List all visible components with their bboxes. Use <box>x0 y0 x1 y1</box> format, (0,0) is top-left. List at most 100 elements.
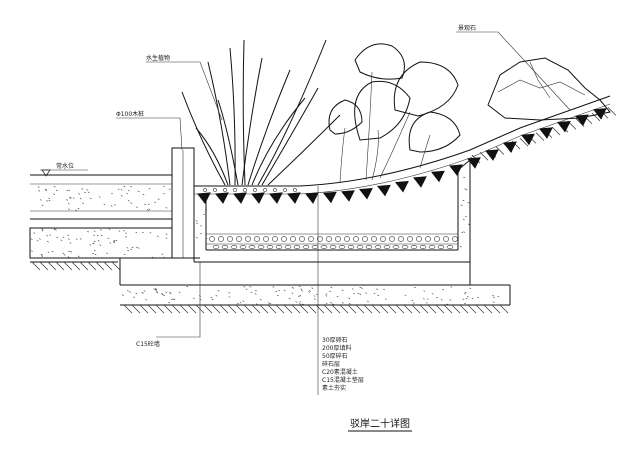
gravel-stone <box>446 245 454 249</box>
speckle-mark <box>348 297 351 299</box>
speckle-mark <box>62 236 65 238</box>
gravel-stone <box>407 236 413 242</box>
speckle-mark <box>359 286 362 289</box>
mulch-tooth <box>485 149 499 161</box>
gravel-stone <box>212 245 220 249</box>
gravel-stone <box>254 236 260 242</box>
speckle-mark <box>41 204 44 206</box>
speckle-mark <box>178 291 181 293</box>
hatch-line <box>403 304 413 314</box>
speckle-mark <box>404 294 407 296</box>
speckle-mark <box>72 197 75 199</box>
speckle-mark <box>49 234 51 236</box>
speckle-mark <box>120 195 123 197</box>
mulch-tooth <box>215 192 229 204</box>
speckle-mark <box>163 193 165 195</box>
speckle-mark <box>249 286 252 288</box>
hatch-line <box>227 304 237 314</box>
speckle-mark <box>423 290 426 292</box>
speckle-mark <box>377 294 380 297</box>
gravel-stone <box>380 236 386 242</box>
hatch-line <box>187 304 197 314</box>
speckle-mark <box>228 292 231 294</box>
speckle-mark <box>329 290 331 293</box>
speckle-mark <box>123 230 125 232</box>
speckle-mark <box>383 288 385 291</box>
hatch-line <box>379 304 389 314</box>
speckle-mark <box>107 237 110 239</box>
speckle-mark <box>93 234 95 237</box>
mulch-tooth <box>431 170 445 183</box>
hatch-line <box>291 304 301 314</box>
speckle-mark <box>200 232 202 235</box>
speckle-mark <box>127 290 129 292</box>
mulch-tooth <box>377 184 391 197</box>
speckle-mark <box>315 293 318 296</box>
mulch-tooth <box>359 187 373 200</box>
hatch-line <box>371 304 381 314</box>
speckle-mark <box>126 247 129 249</box>
gravel-stone <box>425 236 431 242</box>
speckle-mark <box>169 292 172 295</box>
speckle-mark <box>135 292 138 295</box>
hatch-line <box>111 261 121 271</box>
speckle-mark <box>82 202 84 204</box>
speckle-mark <box>113 240 116 242</box>
pebble <box>273 188 277 192</box>
hatch-line <box>591 112 601 122</box>
hatch-line <box>283 304 293 314</box>
speckle-mark <box>469 287 472 289</box>
hatch-line <box>267 304 277 314</box>
leader-lines <box>116 31 571 395</box>
speckle-mark <box>425 302 428 304</box>
speckle-mark <box>254 293 257 295</box>
speckle-mark <box>161 293 164 296</box>
speckle-mark <box>41 255 43 257</box>
speckle-mark <box>165 237 168 239</box>
speckle-mark <box>172 298 175 300</box>
speckle-mark <box>365 292 368 294</box>
speckle-mark <box>125 236 128 238</box>
speckle-mark <box>196 237 198 239</box>
speckle-mark <box>361 287 363 289</box>
gravel-stone <box>443 236 449 242</box>
gravel-stone <box>362 236 368 242</box>
mulch-tooth <box>287 192 301 204</box>
mulch-tooth <box>539 127 553 139</box>
speckle-mark <box>446 303 449 305</box>
gravel-stone <box>344 236 350 242</box>
layer-label: 200厚填料 <box>322 344 351 352</box>
hatch-line <box>95 261 105 271</box>
speckle-mark <box>37 186 40 188</box>
speckle-mark <box>196 222 198 224</box>
speckle-mark <box>94 253 97 256</box>
speckle-mark <box>113 241 116 244</box>
speckle-mark <box>275 290 278 293</box>
speckle-mark <box>165 233 168 235</box>
gravel-stone <box>365 245 373 249</box>
hatch-line <box>63 261 73 271</box>
hatch-line <box>519 137 529 147</box>
layer-label: C15混凝土垫层 <box>322 376 364 384</box>
speckle-mark <box>75 238 78 240</box>
mulch-tooth <box>395 180 409 193</box>
speckle-mark <box>161 253 164 255</box>
layer-label: 30厚卵石 <box>322 336 348 344</box>
speckle-mark <box>78 193 80 195</box>
hatch-line <box>299 304 309 314</box>
speckle-mark <box>463 176 466 179</box>
speckle-mark <box>142 193 145 196</box>
gravel-stone <box>245 236 251 242</box>
speckle-mark <box>42 257 45 259</box>
speckle-mark <box>464 302 466 305</box>
speckle-mark <box>283 289 286 292</box>
speckle-mark <box>168 301 171 304</box>
speckle-mark <box>157 235 159 237</box>
speckle-mark <box>62 252 65 254</box>
speckle-mark <box>92 242 94 244</box>
speckle-mark <box>186 285 189 288</box>
speckle-mark <box>144 203 147 206</box>
gravel-stone <box>317 236 323 242</box>
speckle-mark <box>106 252 108 254</box>
